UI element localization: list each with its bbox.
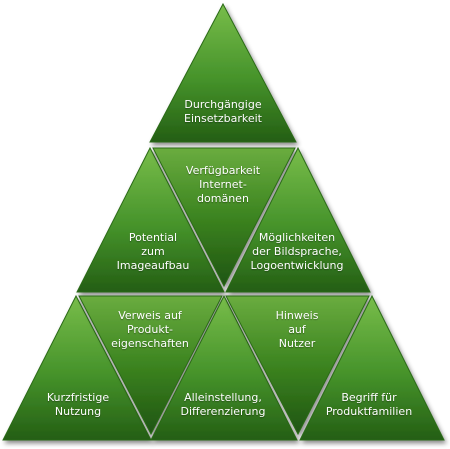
tile-label-potential-imageaufbau: Potential zum Imageaufbau <box>116 231 190 272</box>
tile-label-hinweis-auf-nutzer: Hinweis auf Nutzer <box>275 309 319 350</box>
tile-label-begriff-produktfamilien: Begriff für Produktfamilien <box>325 391 413 418</box>
pyramid-tile-t8 <box>225 295 370 436</box>
tile-label-verweis-produkteigenschaften: Verweis auf Produkt- eigenschaften <box>111 309 189 350</box>
pyramid-tile-t9 <box>299 294 445 441</box>
tile-label-alleinstellung-differenzierung: Alleinstellung, Differenzierung <box>180 391 266 418</box>
tile-label-verfuegbarkeit-internetdomaenen: Verfügbarkeit Internet- domänen <box>185 164 261 205</box>
tile-label-durchgaengige-einsetzbarkeit: Durchgängige Einsetzbarkeit <box>184 98 262 125</box>
tile-label-kurzfristige-nutzung: Kurzfristige Nutzung <box>46 391 110 418</box>
pyramid-tile-t6 <box>78 295 223 436</box>
pyramid-tile-t1 <box>149 2 297 143</box>
pyramid-tile-t3 <box>152 147 296 288</box>
pyramid-tile-t4 <box>225 146 371 293</box>
pyramid-tile-t5 <box>2 294 152 441</box>
pyramid-tile-t7 <box>150 294 298 441</box>
pyramid-tile-t2 <box>76 146 225 293</box>
tile-label-moeglichkeiten-bildsprache: Möglichkeiten der Bildsprache, Logoentwi… <box>250 231 344 272</box>
